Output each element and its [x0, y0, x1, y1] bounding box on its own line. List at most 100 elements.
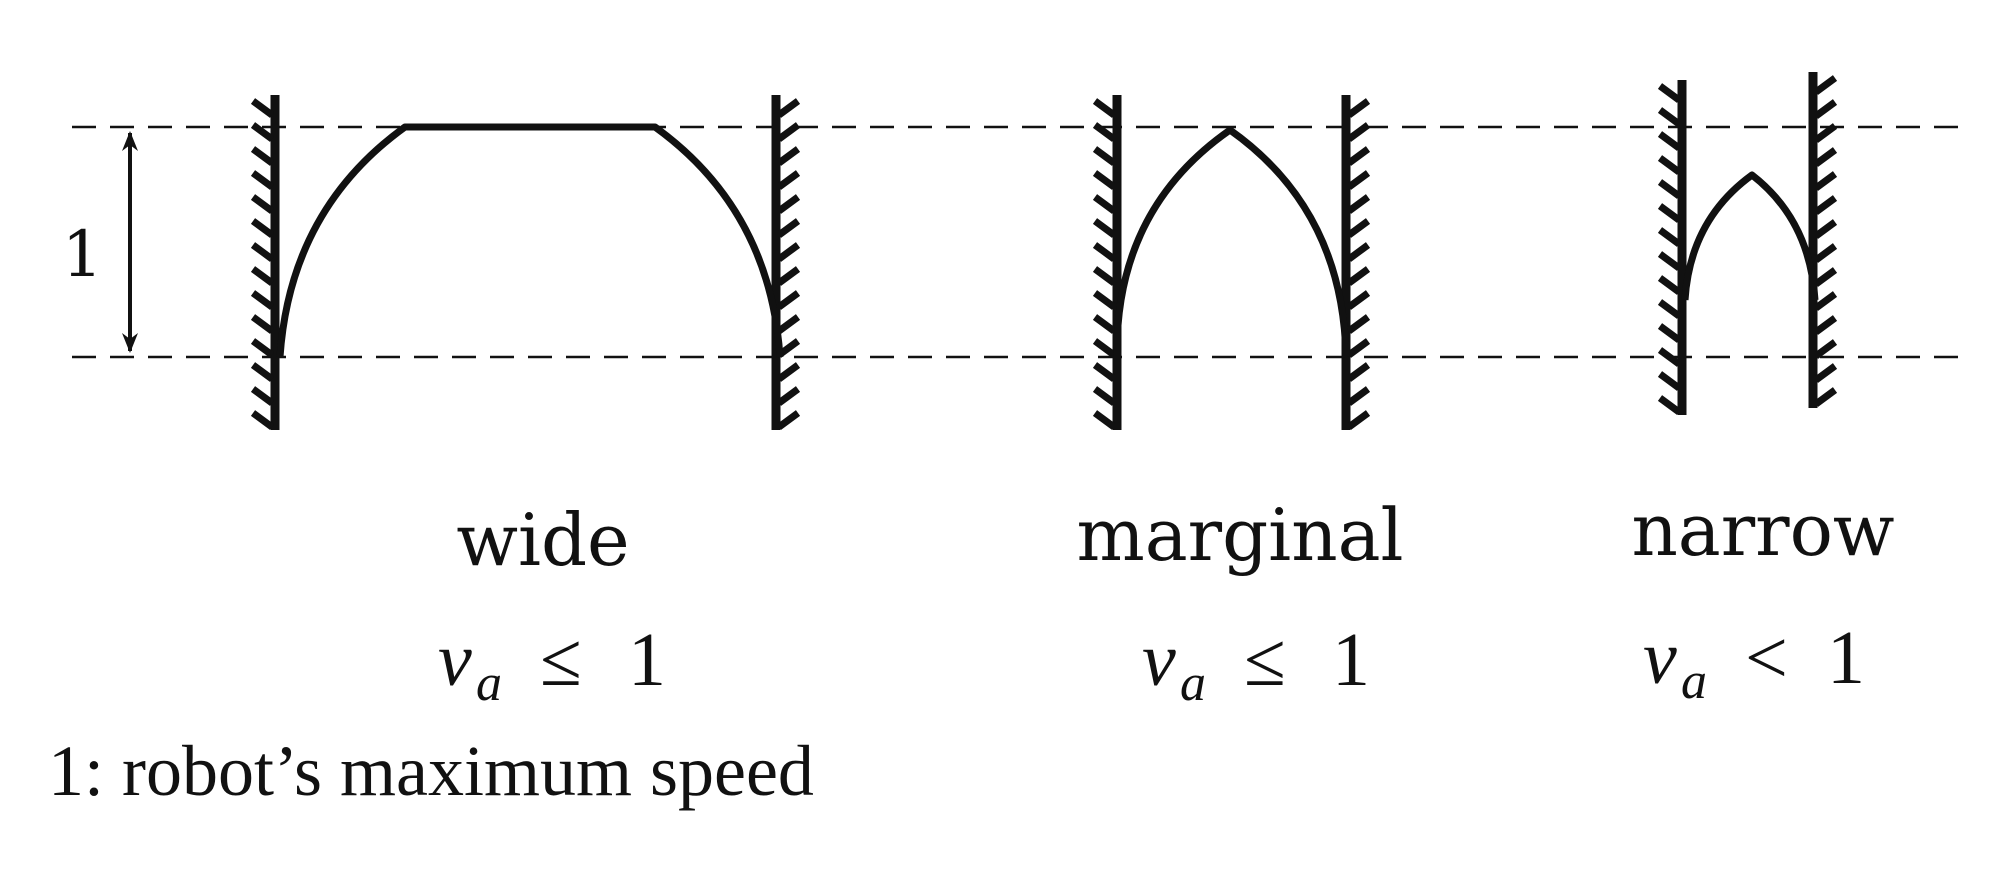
- wall-hatch: [1813, 291, 1838, 311]
- wall-hatch: [1657, 107, 1682, 127]
- wall-hatch: [1092, 338, 1117, 358]
- wall-hatch: [1657, 371, 1682, 391]
- wall-hatch: [250, 266, 275, 286]
- wall-hatch: [250, 170, 275, 190]
- wall-hatch: [1657, 227, 1682, 247]
- wall-hatch: [776, 290, 801, 310]
- condition-subscript: a: [1681, 653, 1707, 710]
- wall-hatch: [1346, 194, 1371, 214]
- wall-hatch: [250, 386, 275, 406]
- case-condition-narrow: v a < 1: [1643, 616, 1865, 710]
- wall-hatch: [1657, 299, 1682, 319]
- case-name-narrow: narrow: [1631, 488, 1894, 572]
- wall-hatch: [1346, 218, 1371, 238]
- condition-value: 1: [1332, 618, 1370, 702]
- wall-hatch: [1813, 147, 1838, 167]
- wall-hatch: [250, 314, 275, 334]
- wall-hatch: [250, 218, 275, 238]
- wall-hatch: [1092, 218, 1117, 238]
- wide-right-wall: [771, 95, 801, 430]
- wall-hatch: [1092, 122, 1117, 142]
- wall-hatch: [1346, 290, 1371, 310]
- wall-hatch: [1346, 170, 1371, 190]
- wall-hatch: [776, 98, 801, 118]
- wall-hatch: [250, 98, 275, 118]
- marginal-left-wall: [1092, 95, 1122, 430]
- wall-hatch: [1092, 194, 1117, 214]
- wall-hatch: [776, 218, 801, 238]
- wall-hatch: [250, 146, 275, 166]
- wall-hatch: [1813, 267, 1838, 287]
- wall-hatch: [1813, 219, 1838, 239]
- condition-value: 1: [628, 618, 666, 702]
- wall-hatch: [1092, 410, 1117, 430]
- wall-hatch: [250, 242, 275, 262]
- wall-hatch: [1346, 122, 1371, 142]
- wall-hatch: [1813, 363, 1838, 383]
- condition-variable: v: [438, 618, 472, 702]
- wall-hatch: [1813, 75, 1838, 95]
- marginal-reach-curve: [1113, 126, 1350, 358]
- wall-hatch: [1346, 98, 1371, 118]
- wall-hatch: [1657, 323, 1682, 343]
- wall-hatch: [776, 266, 801, 286]
- wall-hatch: [1346, 410, 1371, 430]
- wall-hatch: [250, 194, 275, 214]
- wall-hatch: [1813, 195, 1838, 215]
- condition-variable: v: [1142, 618, 1176, 702]
- case-condition-wide: v a ≤ 1: [438, 618, 666, 712]
- wall-hatch: [776, 194, 801, 214]
- narrow-reach-curve: [1681, 171, 1819, 301]
- wall-hatch: [1092, 146, 1117, 166]
- wall-hatch: [1657, 83, 1682, 103]
- condition-relation: ≤: [1244, 618, 1286, 702]
- wall-hatch: [1346, 362, 1371, 382]
- wall-hatch: [1813, 123, 1838, 143]
- wall-hatch: [1657, 203, 1682, 223]
- unit-length-label: 1: [62, 218, 103, 292]
- narrow-right-wall: [1808, 72, 1838, 408]
- wall-hatch: [776, 242, 801, 262]
- wall-hatch: [1346, 386, 1371, 406]
- wall-hatch: [1657, 395, 1682, 415]
- wall-hatch: [1657, 275, 1682, 295]
- marginal-right-wall: [1341, 95, 1371, 430]
- wall-hatch: [776, 362, 801, 382]
- wall-hatch: [1813, 171, 1838, 191]
- wall-hatch: [250, 122, 275, 142]
- wall-hatch: [776, 386, 801, 406]
- wall-hatch: [1657, 155, 1682, 175]
- wall-hatch: [776, 146, 801, 166]
- wall-hatch: [1657, 347, 1682, 367]
- wall-hatch: [1092, 266, 1117, 286]
- condition-relation: ≤: [540, 618, 582, 702]
- wall-hatch: [776, 410, 801, 430]
- case-name-marginal: marginal: [1076, 493, 1403, 577]
- wide-left-wall: [250, 95, 280, 430]
- wall-hatch: [1092, 98, 1117, 118]
- wall-hatch: [250, 290, 275, 310]
- wall-hatch: [1092, 242, 1117, 262]
- wall-hatch: [1092, 362, 1117, 382]
- case-name-wide: wide: [456, 498, 629, 582]
- condition-relation: <: [1745, 616, 1788, 700]
- condition-variable: v: [1643, 616, 1677, 700]
- wall-hatch: [1813, 315, 1838, 335]
- wall-hatch: [1092, 314, 1117, 334]
- wall-hatch: [250, 362, 275, 382]
- wall-hatch: [1092, 170, 1117, 190]
- wall-hatch: [250, 410, 275, 430]
- wall-hatch: [1092, 290, 1117, 310]
- wall-hatch: [776, 122, 801, 142]
- case-condition-marginal: v a ≤ 1: [1142, 618, 1370, 712]
- narrow-left-wall: [1657, 80, 1687, 415]
- wide-reach-curve: [276, 123, 784, 358]
- condition-subscript: a: [1180, 655, 1206, 712]
- wall-hatch: [776, 170, 801, 190]
- wall-hatch: [1813, 339, 1838, 359]
- wall-hatch: [1813, 99, 1838, 119]
- wall-hatch: [1346, 266, 1371, 286]
- condition-subscript: a: [476, 655, 502, 712]
- wall-hatch: [1346, 338, 1371, 358]
